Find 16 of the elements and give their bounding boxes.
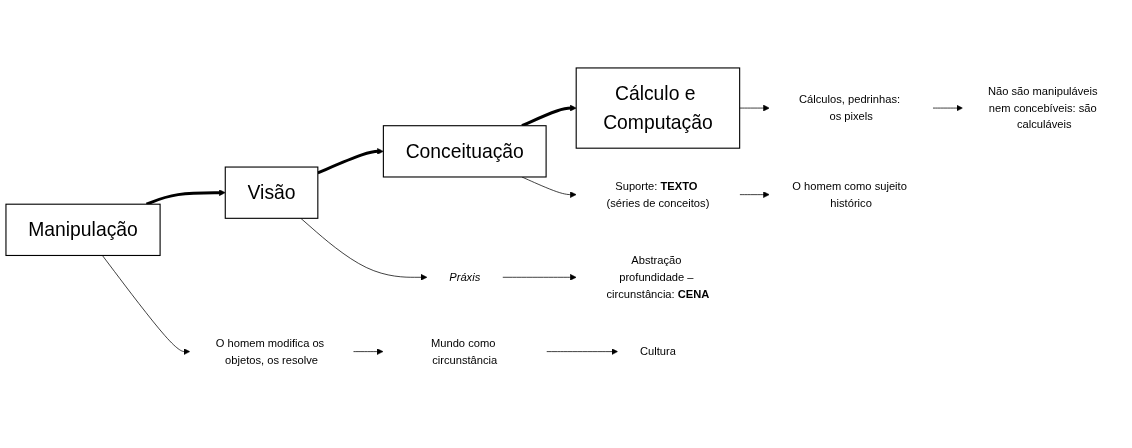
node-text: Não são manipuláveis nem concebíveis: são calculáveis — [987, 84, 1098, 131]
node-box: Conceituação — [382, 125, 547, 178]
node-text: Mundo como circunstância — [430, 336, 498, 367]
node-text: O homem como sujeito histórico — [792, 179, 907, 210]
node-box: Manipulação — [5, 203, 161, 257]
arrow — [317, 148, 384, 175]
node-text: O homem modifica os objetos, os resolve — [215, 336, 325, 367]
node-text: Cultura — [639, 345, 676, 358]
node-text: Suporte: TEXTO (séries de conceitos) — [606, 179, 710, 210]
node-text: Cálculos, pedrinhas: os pixels — [799, 93, 901, 123]
node-box: Visão — [224, 166, 319, 220]
arrow — [145, 189, 226, 206]
node-box: Cálculo e Computação — [575, 67, 741, 150]
node-text: Práxis — [449, 270, 481, 284]
arrow — [521, 105, 577, 128]
node-text: Abstração profundidade – circunstância: CENA — [606, 254, 710, 301]
